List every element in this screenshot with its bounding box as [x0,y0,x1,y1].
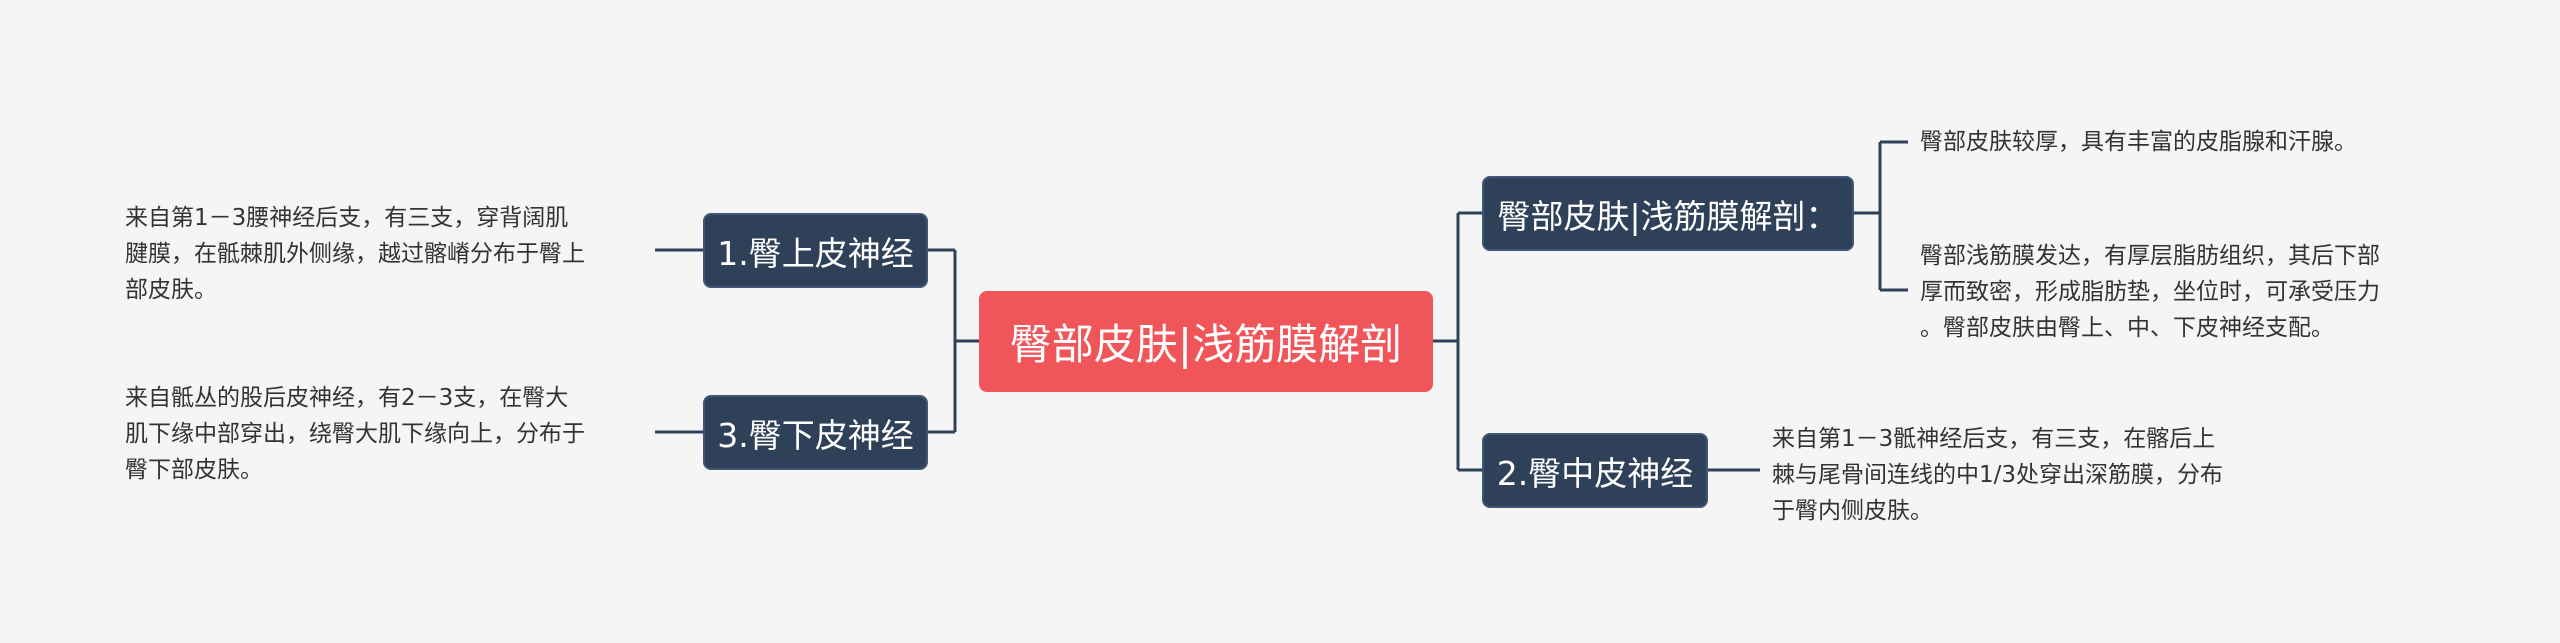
branch-label: 臀部皮肤|浅筋膜解剖： [1497,196,1839,236]
connector-root-left [928,248,979,434]
root-label: 臀部皮肤|浅筋膜解剖 [1009,320,1403,369]
branch-label: 3.臀下皮神经 [717,415,914,455]
root-node[interactable]: 臀部皮肤|浅筋膜解剖 [979,291,1433,392]
branch-label: 2.臀中皮神经 [1496,453,1694,493]
branch-label: 1.臀上皮神经 [717,233,914,273]
branch-node-superior-cluneal[interactable]: 1.臀上皮神经 [703,213,928,288]
note-superior-cluneal: 来自第1－3腰神经后支，有三支，穿背阔肌 腱膜，在骶棘肌外侧缘，越过髂嵴分布于臀… [125,205,585,303]
connector-r1-notes [1854,140,1908,292]
note-skin: 臀部皮肤较厚，具有丰富的皮脂腺和汗腺。 [1920,129,2357,155]
note-middle-cluneal: 来自第1－3骶神经后支，有三支，在髂后上 棘与尾骨间连线的中1/3处穿出深筋膜，… [1772,426,2224,524]
note-inferior-cluneal: 来自骶丛的股后皮神经，有2－3支，在臀大 肌下缘中部穿出，绕臀大肌下缘向上，分布… [125,385,585,483]
note-fascia: 臀部浅筋膜发达，有厚层脂肪组织，其后下部 厚而致密，形成脂肪垫，坐位时，可承受压… [1920,243,2380,341]
connector-root-right [1433,211,1482,472]
branch-node-inferior-cluneal[interactable]: 3.臀下皮神经 [703,395,928,470]
branch-node-skin-fascia[interactable]: 臀部皮肤|浅筋膜解剖： [1482,176,1854,251]
branch-node-middle-cluneal[interactable]: 2.臀中皮神经 [1482,433,1708,508]
